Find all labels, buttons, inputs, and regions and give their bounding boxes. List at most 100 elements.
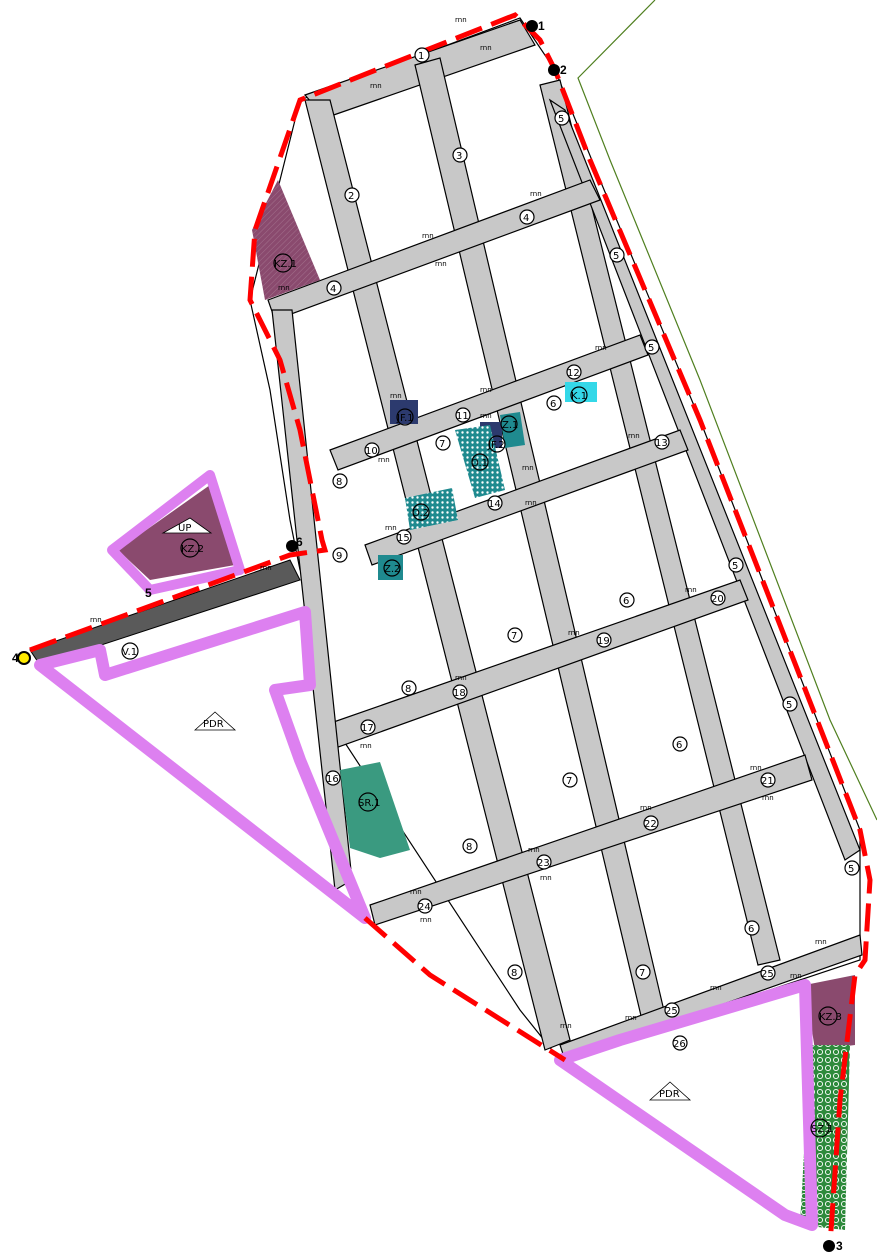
road-label: rnn — [90, 616, 102, 624]
road-number-label: 18 — [453, 688, 466, 699]
road-label: rnn — [528, 846, 540, 854]
boundary-point-2 — [548, 64, 560, 76]
up-triangle-area — [107, 470, 245, 595]
pdr-west-area — [34, 606, 371, 924]
road-number-label: 1 — [418, 51, 424, 62]
road-5 — [548, 98, 861, 861]
road-number-label: 9 — [336, 551, 342, 562]
road-number-label: 7 — [439, 439, 445, 450]
road-label: rnn — [390, 392, 402, 400]
road-number-label: 26 — [673, 1039, 686, 1050]
road-number-label: 22 — [644, 819, 657, 830]
boundary-point-label: 3 — [836, 1239, 843, 1253]
road-number-label: 8 — [405, 684, 411, 695]
zone-label-kz1: KZ.1 — [274, 259, 297, 270]
road-label: rnn — [525, 499, 537, 507]
road-number-label: 13 — [655, 438, 668, 449]
boundary-point-label: 4 — [12, 651, 19, 665]
road-number-label: 4 — [523, 213, 529, 224]
road-number-label: 5 — [786, 700, 792, 711]
zone-label-o1: O.1 — [471, 458, 488, 469]
up-label-triangle — [161, 517, 213, 534]
road-number-label: 5 — [613, 251, 619, 262]
road-number-label: 7 — [566, 776, 572, 787]
road-number-label: 5 — [558, 114, 564, 125]
zone-kz3 — [805, 975, 855, 1050]
road-number-label: 16 — [326, 774, 339, 785]
road-label: rnn — [422, 232, 434, 240]
road-label: rnn — [370, 82, 382, 90]
road-label: rnn — [628, 432, 640, 440]
road-labels: rnn rnn rnn rnn rnn rnn rnn rnn rnn rnn … — [90, 16, 827, 1030]
zone-label-sr1: SR.1 — [358, 798, 380, 809]
road-number-label: 6 — [550, 399, 556, 410]
zone-z1 — [500, 412, 525, 448]
road-number-label: 23 — [537, 858, 550, 869]
road-number-label: 25 — [665, 1006, 678, 1017]
zone-sr1 — [340, 762, 410, 858]
road-label: rnn — [540, 874, 552, 882]
road-number-label: 8 — [466, 842, 472, 853]
road-label: rnn — [710, 984, 722, 992]
zone-jf1 — [390, 400, 418, 424]
zone-o1 — [455, 425, 505, 498]
zone-label-z1: Z.1 — [502, 420, 518, 431]
road-number-label: 7 — [511, 631, 517, 642]
plan-boundary-south — [363, 916, 567, 1063]
zone-v1-strip — [29, 559, 301, 666]
boundary-point-label: 5 — [145, 586, 152, 600]
zone-label-o2: O.2 — [412, 508, 429, 519]
road-6 — [539, 79, 781, 966]
zone-label-pdr-west: PDR — [203, 719, 224, 730]
boundary-point-6 — [286, 540, 298, 552]
zone-label-v1: V.1 — [122, 647, 137, 658]
boundary-point-1 — [526, 20, 538, 32]
road-label: rnn — [360, 742, 372, 750]
road-number-label: 6 — [748, 924, 754, 935]
road-label: rnn — [420, 916, 432, 924]
road-number-label: 5 — [648, 343, 654, 354]
road-number-label: 6 — [623, 596, 629, 607]
road-label: rnn — [560, 1022, 572, 1030]
road-label: rnn — [625, 1014, 637, 1022]
boundary-point-4 — [17, 651, 31, 665]
road-label: rnn — [568, 629, 580, 637]
road-number-label: 6 — [676, 740, 682, 751]
road-label: rnn — [480, 386, 492, 394]
road-label: rnn — [750, 764, 762, 772]
road-label: rnn — [410, 888, 422, 896]
boundary-point-label: 6 — [296, 535, 303, 549]
road-number-label: 2 — [348, 191, 354, 202]
road-label: rnn — [522, 464, 534, 472]
zone-label-sz1: SZ.1 — [811, 1124, 834, 1135]
zone-label-markers — [121, 253, 838, 1138]
road-number-label: 8 — [511, 968, 517, 979]
zone-label-pdr-south: PDR — [659, 1089, 680, 1100]
zone-label-jf2: JF.2 — [487, 440, 505, 451]
road-number-labels: 1 2 3 4 4 5 5 5 5 5 5 6 6 6 6 7 7 7 7 8 … — [326, 51, 854, 1050]
road-label: rnn — [790, 972, 802, 980]
zone-label-k1: K.1 — [571, 391, 587, 402]
road-number-label: 21 — [761, 776, 774, 787]
road-number-label: 11 — [456, 411, 469, 422]
road-label: rnn — [815, 938, 827, 946]
zone-kz1-hatch — [252, 180, 320, 300]
zone-label-up: UP — [178, 523, 191, 534]
zone-k1 — [565, 382, 597, 402]
pdr-south-label-triangle — [648, 1081, 692, 1101]
road-number-label: 19 — [597, 636, 610, 647]
road-label: rnn — [278, 284, 290, 292]
road-label: rnn — [530, 190, 542, 198]
road-2 — [304, 99, 571, 1051]
road-number-label: 7 — [639, 968, 645, 979]
road-label: rnn — [480, 44, 492, 52]
road-14 — [364, 429, 689, 566]
road-number-label: 12 — [567, 368, 580, 379]
road-label: rnn — [595, 344, 607, 352]
pdr-west-label-triangle — [193, 711, 237, 731]
road-label: rnn — [260, 564, 272, 572]
road-number-label: 17 — [361, 723, 374, 734]
road-number-label: 5 — [848, 864, 854, 875]
road-label: rnn — [640, 804, 652, 812]
